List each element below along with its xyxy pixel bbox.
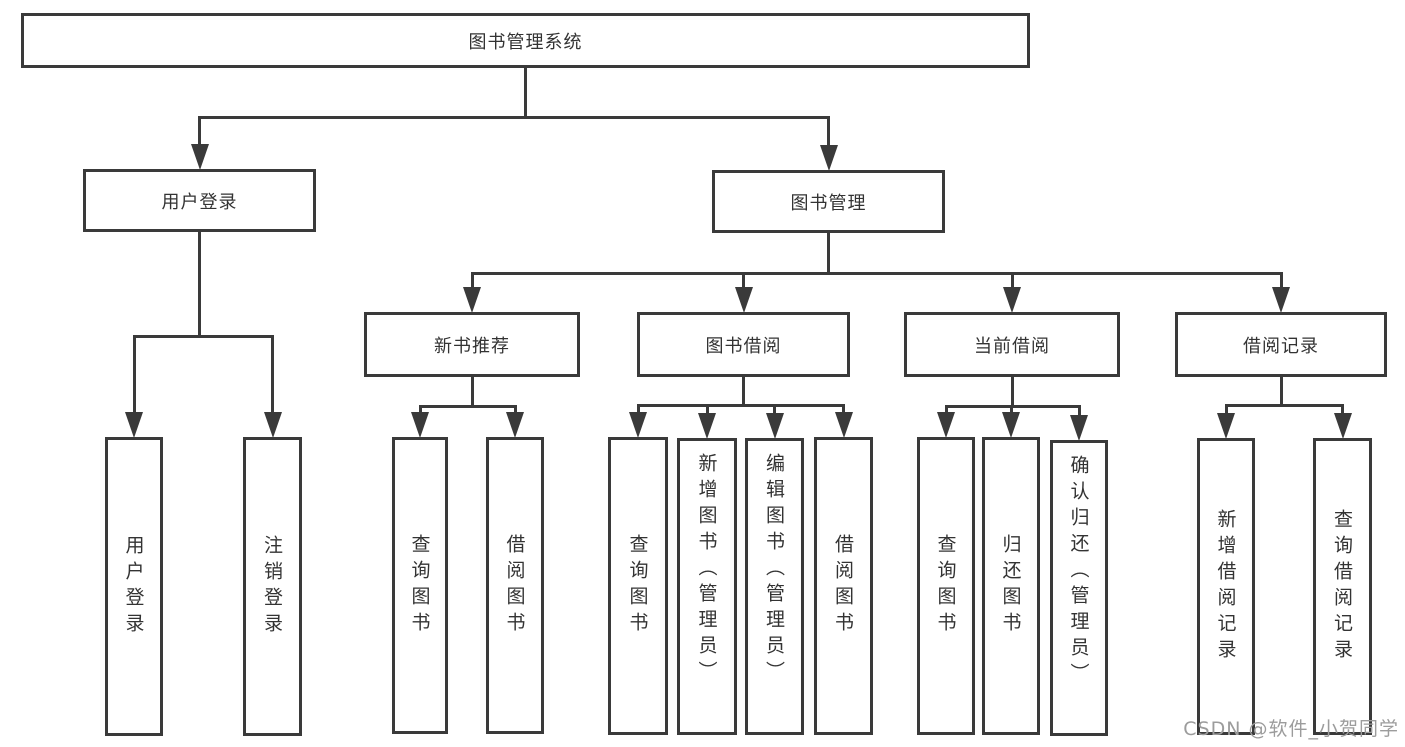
connector-segment [742,273,745,288]
arrow-down-icon [1272,287,1290,313]
connector-segment [132,336,136,413]
connector-segment [1224,405,1228,414]
connector-segment [1077,406,1081,416]
node-login: 用户登录 [83,169,316,232]
node-label: 图书管理系统 [468,31,583,53]
node-label: 借阅图书 [503,533,526,638]
node-cb-return: 归还图书 [982,437,1040,735]
node-cb-query: 查询图书 [917,437,975,735]
arrow-down-icon [834,412,853,438]
arrow-down-icon [819,145,838,171]
connector-segment [842,405,845,413]
node-cb-confirm: 确认归还（管理员） [1050,440,1108,736]
connector-segment [1341,405,1344,414]
node-records: 借阅记录 [1175,312,1387,377]
connector-segment [470,375,474,408]
arrow-down-icon [125,412,143,438]
node-bb-query: 查询图书 [608,437,668,735]
connector-segment [636,403,845,407]
node-bb-borrow: 借阅图书 [814,437,873,735]
connector-segment [827,117,830,146]
connector-segment [271,336,274,413]
node-bb-add: 新增图书（管理员） [677,438,737,735]
connector-segment [198,230,201,338]
connector-segment [827,231,830,275]
node-nb-borrow: 借阅图书 [486,437,544,734]
node-label: 确认归还（管理员） [1067,455,1090,689]
connector-segment [636,405,640,413]
arrow-down-icon [1070,415,1088,441]
connector-segment [1009,406,1013,413]
arrow-down-icon [190,144,209,170]
node-newbook: 新书推荐 [364,312,580,377]
connector-segment [1279,375,1283,407]
node-label: 借阅图书 [832,534,854,638]
connector-segment [742,375,745,407]
arrow-down-icon [734,287,753,313]
node-bookborrow: 图书借阅 [637,312,850,377]
connector-segment [198,115,830,119]
node-rec-query: 查询借阅记录 [1313,438,1372,735]
node-label: 图书管理 [790,192,867,214]
node-nb-query: 查询图书 [392,437,448,734]
node-label: 查询借阅记录 [1331,508,1353,665]
node-label: 用户登录 [122,534,145,639]
node-label: 查询图书 [626,534,649,638]
node-label: 归还图书 [999,534,1022,638]
node-logout: 注销登录 [243,437,302,736]
connector-segment [470,273,474,288]
connector-segment [513,406,517,413]
node-mgmt: 图书管理 [712,170,945,233]
arrow-down-icon [263,412,282,438]
node-label: 注销登录 [261,534,283,639]
node-label: 查询图书 [934,534,957,638]
node-label: 新书推荐 [434,335,510,357]
connector-segment [418,406,422,413]
arrow-down-icon [463,287,481,313]
node-label: 用户登录 [161,191,238,213]
connector-segment [1010,375,1014,408]
arrow-down-icon [1333,413,1352,439]
node-label: 查询图书 [408,533,431,638]
connector-segment [418,404,517,408]
connector-segment [1010,273,1014,288]
node-label: 借阅记录 [1243,335,1319,357]
node-currentborrow: 当前借阅 [904,312,1120,377]
node-label: 新增借阅记录 [1214,508,1237,665]
node-label: 编辑图书（管理员） [763,453,785,687]
arrow-down-icon [765,413,784,439]
arrow-down-icon [411,412,429,438]
connector-segment [1224,403,1344,407]
connector-segment [1279,273,1283,288]
node-root: 图书管理系统 [21,13,1030,68]
node-label: 当前借阅 [974,335,1050,357]
connector-segment [198,117,201,145]
node-rec-add: 新增借阅记录 [1197,438,1255,735]
arrow-down-icon [698,413,716,439]
connector-segment [944,406,948,413]
node-bb-edit: 编辑图书（管理员） [745,438,804,735]
connector-segment [470,271,1283,275]
connector-segment [132,334,274,338]
node-label: 图书借阅 [705,335,782,357]
node-user-login: 用户登录 [105,437,163,736]
arrow-down-icon [937,412,955,438]
arrow-down-icon [1002,412,1020,438]
arrow-down-icon [1217,413,1235,439]
node-label: 新增图书（管理员） [695,453,718,687]
arrow-down-icon [629,412,647,438]
connector-segment [944,404,1081,408]
arrow-down-icon [1003,287,1021,313]
connector-segment [773,405,776,414]
arrow-down-icon [506,412,524,438]
connector-segment [524,66,527,119]
connector-segment [705,405,709,414]
